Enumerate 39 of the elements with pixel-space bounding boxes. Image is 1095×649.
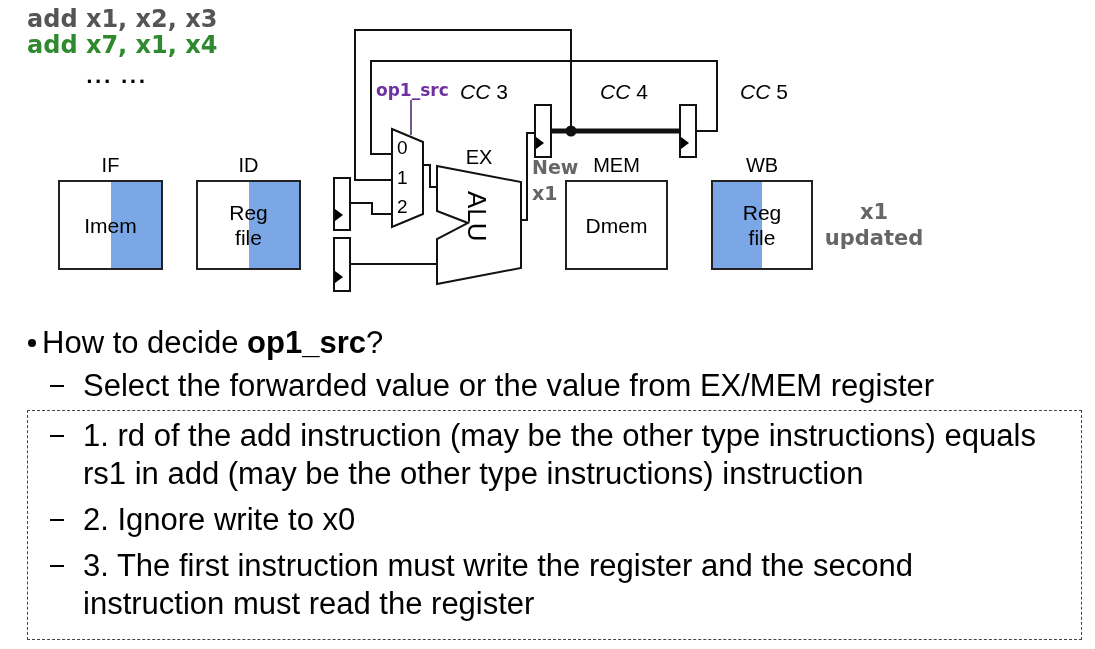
clock-cycle-label: CC 3 — [460, 80, 508, 104]
clock-cycle-label: CC 4 — [600, 80, 648, 104]
block-label: Dmem — [585, 212, 648, 238]
mux-input-label: 1 — [397, 168, 408, 188]
mux-input-label: 0 — [397, 138, 408, 158]
bullet-text: 2. Ignore write to x0 — [83, 501, 356, 539]
connector-line — [521, 132, 535, 221]
control-signal-label: op1_src — [376, 80, 449, 100]
clock-cycle-label: CC 5 — [740, 80, 788, 104]
connector-line — [350, 202, 392, 215]
pipeline-register — [679, 104, 697, 158]
bullet-text: 3. The first instruction must write the register and the second instruction must read the register — [83, 547, 914, 623]
mux-input-label: 2 — [397, 197, 408, 217]
stage-label: IF — [101, 154, 120, 176]
connector-line — [370, 60, 718, 155]
annotation-text: x1 updated — [823, 199, 925, 251]
dashed-frame — [27, 410, 1082, 640]
block-label: Reg file — [228, 200, 269, 250]
code-line: add x1, x2, x3 — [27, 6, 218, 32]
stage-label: MEM — [593, 154, 640, 176]
code-line: add x7, x1, x4 — [27, 32, 218, 58]
block-label: Imem — [84, 212, 137, 238]
pipeline-register — [333, 177, 351, 231]
stage-label: WB — [745, 154, 779, 176]
stage-label: ID — [238, 154, 259, 176]
bullet-text: 1. rd of the add instruction (may be the other type instructions) equals rs1 in add (may be the other type instructions) instruction — [83, 417, 1037, 493]
connector-line — [423, 164, 437, 188]
bus-line — [552, 128, 679, 134]
code-ellipsis: ... ... — [86, 66, 148, 88]
alu-label: ALU — [464, 191, 490, 242]
annotation-text: New x1 — [532, 155, 580, 206]
control-line — [410, 99, 412, 136]
pipeline-register — [534, 104, 552, 158]
connector-line — [350, 263, 437, 265]
pipeline-register — [333, 237, 351, 292]
bullet-text: How to decide op1_src? — [42, 326, 384, 360]
connector-line — [354, 29, 572, 181]
stage-label: EX — [465, 146, 493, 168]
bullet-text: Select the forwarded value or the value from EX/MEM register — [83, 369, 935, 403]
